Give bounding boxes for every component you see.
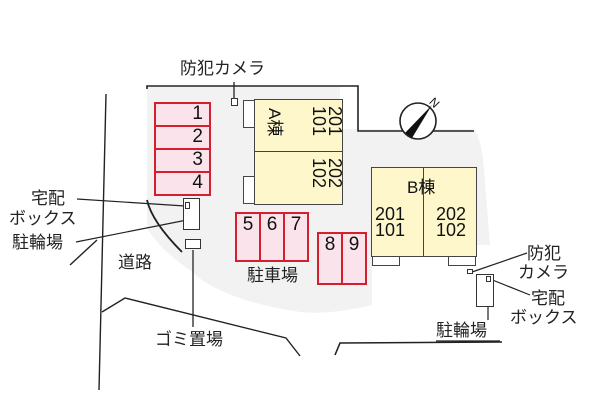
delivery-box-left-icon	[185, 202, 190, 209]
building-b-entrance-right	[448, 256, 476, 266]
garbage-area-label: ゴミ置場	[155, 330, 223, 350]
security-camera-label-right-1: 防犯	[527, 244, 561, 264]
security-camera-label-top: 防犯カメラ	[180, 59, 265, 79]
security-camera-right-icon	[467, 269, 473, 274]
delivery-box-label-right-1: 宅配	[531, 289, 565, 309]
unit-a-102: 102	[309, 158, 329, 189]
parking-space-4: 4	[154, 171, 211, 196]
unit-a-101: 101	[309, 106, 329, 137]
parking-space-5: 5	[235, 212, 261, 262]
parking-space-2: 2	[154, 125, 211, 150]
security-camera-icon	[231, 98, 238, 106]
parking-space-7: 7	[283, 212, 309, 262]
delivery-box-label-right-2: ボックス	[510, 308, 578, 328]
unit-a-201: 201	[325, 106, 345, 137]
compass-north-icon: N	[399, 95, 442, 140]
building-b-label: B棟	[407, 178, 436, 197]
unit-b-102: 102	[436, 220, 467, 240]
bicycle-parking-label-right: 駐輪場	[436, 321, 487, 341]
building-b-entrance-left	[372, 256, 400, 266]
unit-b-202: 202	[436, 204, 467, 224]
parking-lot-label: 駐車場	[247, 266, 298, 286]
bicycle-parking-label-left: 駐輪場	[12, 233, 63, 253]
unit-b-201: 201	[375, 204, 406, 224]
parking-space-8: 8	[317, 232, 343, 285]
delivery-box-right-icon	[486, 276, 491, 282]
building-a: A棟 201 101 202 102	[254, 99, 345, 205]
parking-space-6: 6	[259, 212, 285, 262]
garbage-area-box	[185, 239, 201, 249]
unit-b-101: 101	[375, 220, 406, 240]
parking-space-1: 1	[154, 102, 211, 127]
unit-a-202: 202	[325, 158, 345, 189]
building-a-label: A棟	[265, 108, 284, 137]
site-boundary	[146, 85, 474, 132]
building-b: B棟 201 101 202 102	[371, 167, 477, 257]
road-label: 道路	[118, 253, 152, 273]
delivery-box-label-left-1: 宅配	[31, 189, 65, 209]
delivery-box-label-left-2: ボックス	[9, 209, 77, 229]
parking-space-3: 3	[154, 148, 211, 173]
bicycle-parking-right	[476, 274, 494, 307]
security-camera-label-right-2: カメラ	[518, 263, 569, 283]
parking-space-9: 9	[341, 232, 367, 285]
